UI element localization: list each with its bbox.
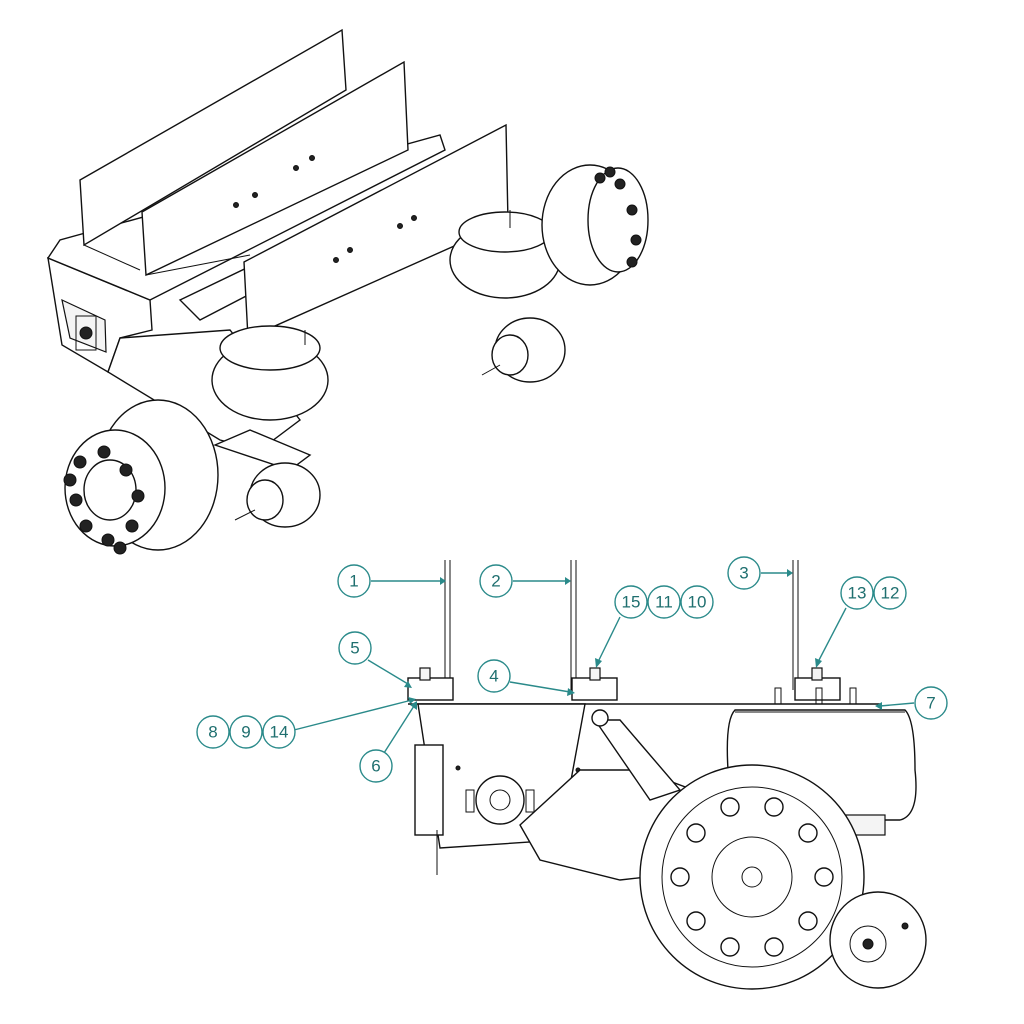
side-brackets-fasteners: [407, 667, 841, 701]
callout-label-3: 3: [739, 564, 748, 583]
side-elevation-view: [407, 560, 927, 990]
callout-label-10: 10: [688, 593, 707, 612]
callout-label-12: 12: [881, 584, 900, 603]
wheel-studs: [670, 797, 834, 957]
callout-7: 7: [875, 686, 948, 720]
callout-6: 6: [359, 701, 417, 783]
callout-label-11: 11: [655, 593, 673, 612]
callout-1: 1: [337, 564, 446, 598]
callout-label-6: 6: [371, 757, 380, 776]
hanger-plates: [79, 28, 509, 340]
side-wheel-hub: [639, 764, 865, 990]
side-hanger-plates: [444, 560, 799, 690]
brake-chambers-iso: [234, 317, 566, 528]
callout-8-9-14: 8 9 14: [196, 697, 416, 749]
callout-label-5: 5: [350, 639, 359, 658]
callout-label-13: 13: [848, 584, 867, 603]
callout-label-2: 2: [491, 572, 500, 591]
callout-label-15: 15: [622, 593, 641, 612]
callout-13-12: 13 12: [815, 576, 907, 668]
hanger-plate-2: [141, 60, 409, 277]
rear-hub-drum: [541, 164, 649, 286]
callout-2: 2: [479, 564, 571, 598]
callout-label-14: 14: [270, 723, 289, 742]
isometric-assembly-view: [46, 28, 649, 555]
hanger-plate-1: [79, 28, 347, 247]
callout-label-7: 7: [926, 694, 935, 713]
callouts: 1 2 3 15 11 10: [196, 556, 948, 783]
callout-5: 5: [338, 631, 412, 688]
callout-3: 3: [727, 556, 793, 590]
side-brake-chamber: [829, 891, 927, 989]
callout-label-8: 8: [208, 723, 217, 742]
callout-4: 4: [477, 659, 575, 696]
callout-label-1: 1: [349, 572, 358, 591]
callout-label-9: 9: [241, 723, 250, 742]
callout-label-4: 4: [489, 667, 498, 686]
callout-15-11-10: 15 11 10: [595, 585, 714, 668]
front-hub-drum: [63, 399, 219, 555]
